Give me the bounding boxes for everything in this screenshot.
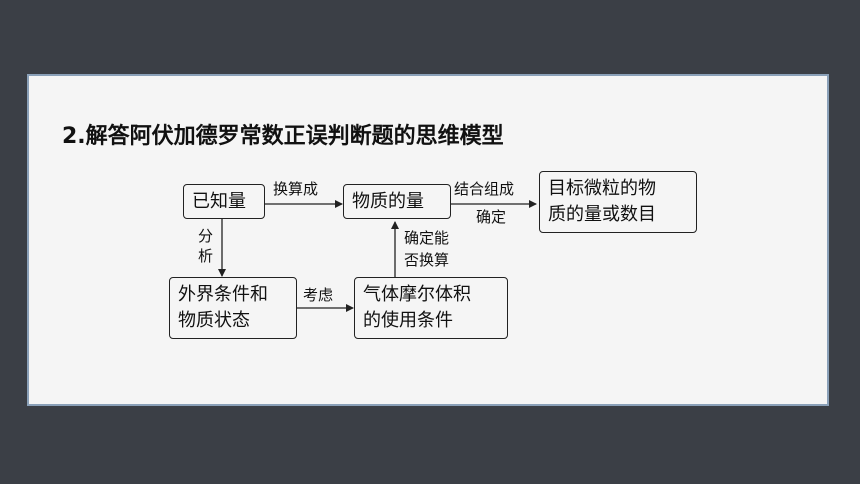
node-target-particles: 目标微粒的物 质的量或数目 [539,171,697,233]
label-consider: 考虑 [303,286,334,304]
label-combine-top: 结合组成 [454,180,515,198]
node-target-line2: 质的量或数目 [548,204,656,225]
node-molar-line1: 气体摩尔体积 [363,284,471,305]
label-convert: 换算成 [273,180,319,198]
node-molar-line2: 的使用条件 [363,310,453,331]
label-can-convert-1: 确定能 [404,229,450,247]
node-target-line1: 目标微粒的物 [548,178,656,199]
label-can-convert-2: 否换算 [404,251,450,269]
diagram-arrows [218,200,537,312]
node-known-line1: 已知量 [192,190,246,212]
node-molar-volume-conditions: 气体摩尔体积 的使用条件 [354,277,508,339]
node-external-conditions: 外界条件和 物质状态 [169,277,297,339]
node-external-line1: 外界条件和 [178,284,268,305]
label-combine-bottom: 确定 [476,208,507,226]
label-analyze-2: 析 [198,247,214,265]
node-amount-of-substance: 物质的量 [343,184,451,219]
node-external-line2: 物质状态 [178,310,250,331]
page-title: 2.解答阿伏加德罗常数正误判断题的思维模型 [62,124,504,149]
slide-panel: 2.解答阿伏加德罗常数正误判断题的思维模型 已知量 物质的量 目标微粒的物 质的… [27,74,829,406]
node-amount-line1: 物质的量 [352,190,424,212]
label-analyze-1: 分 [198,227,214,245]
node-known-quantity: 已知量 [183,184,265,219]
